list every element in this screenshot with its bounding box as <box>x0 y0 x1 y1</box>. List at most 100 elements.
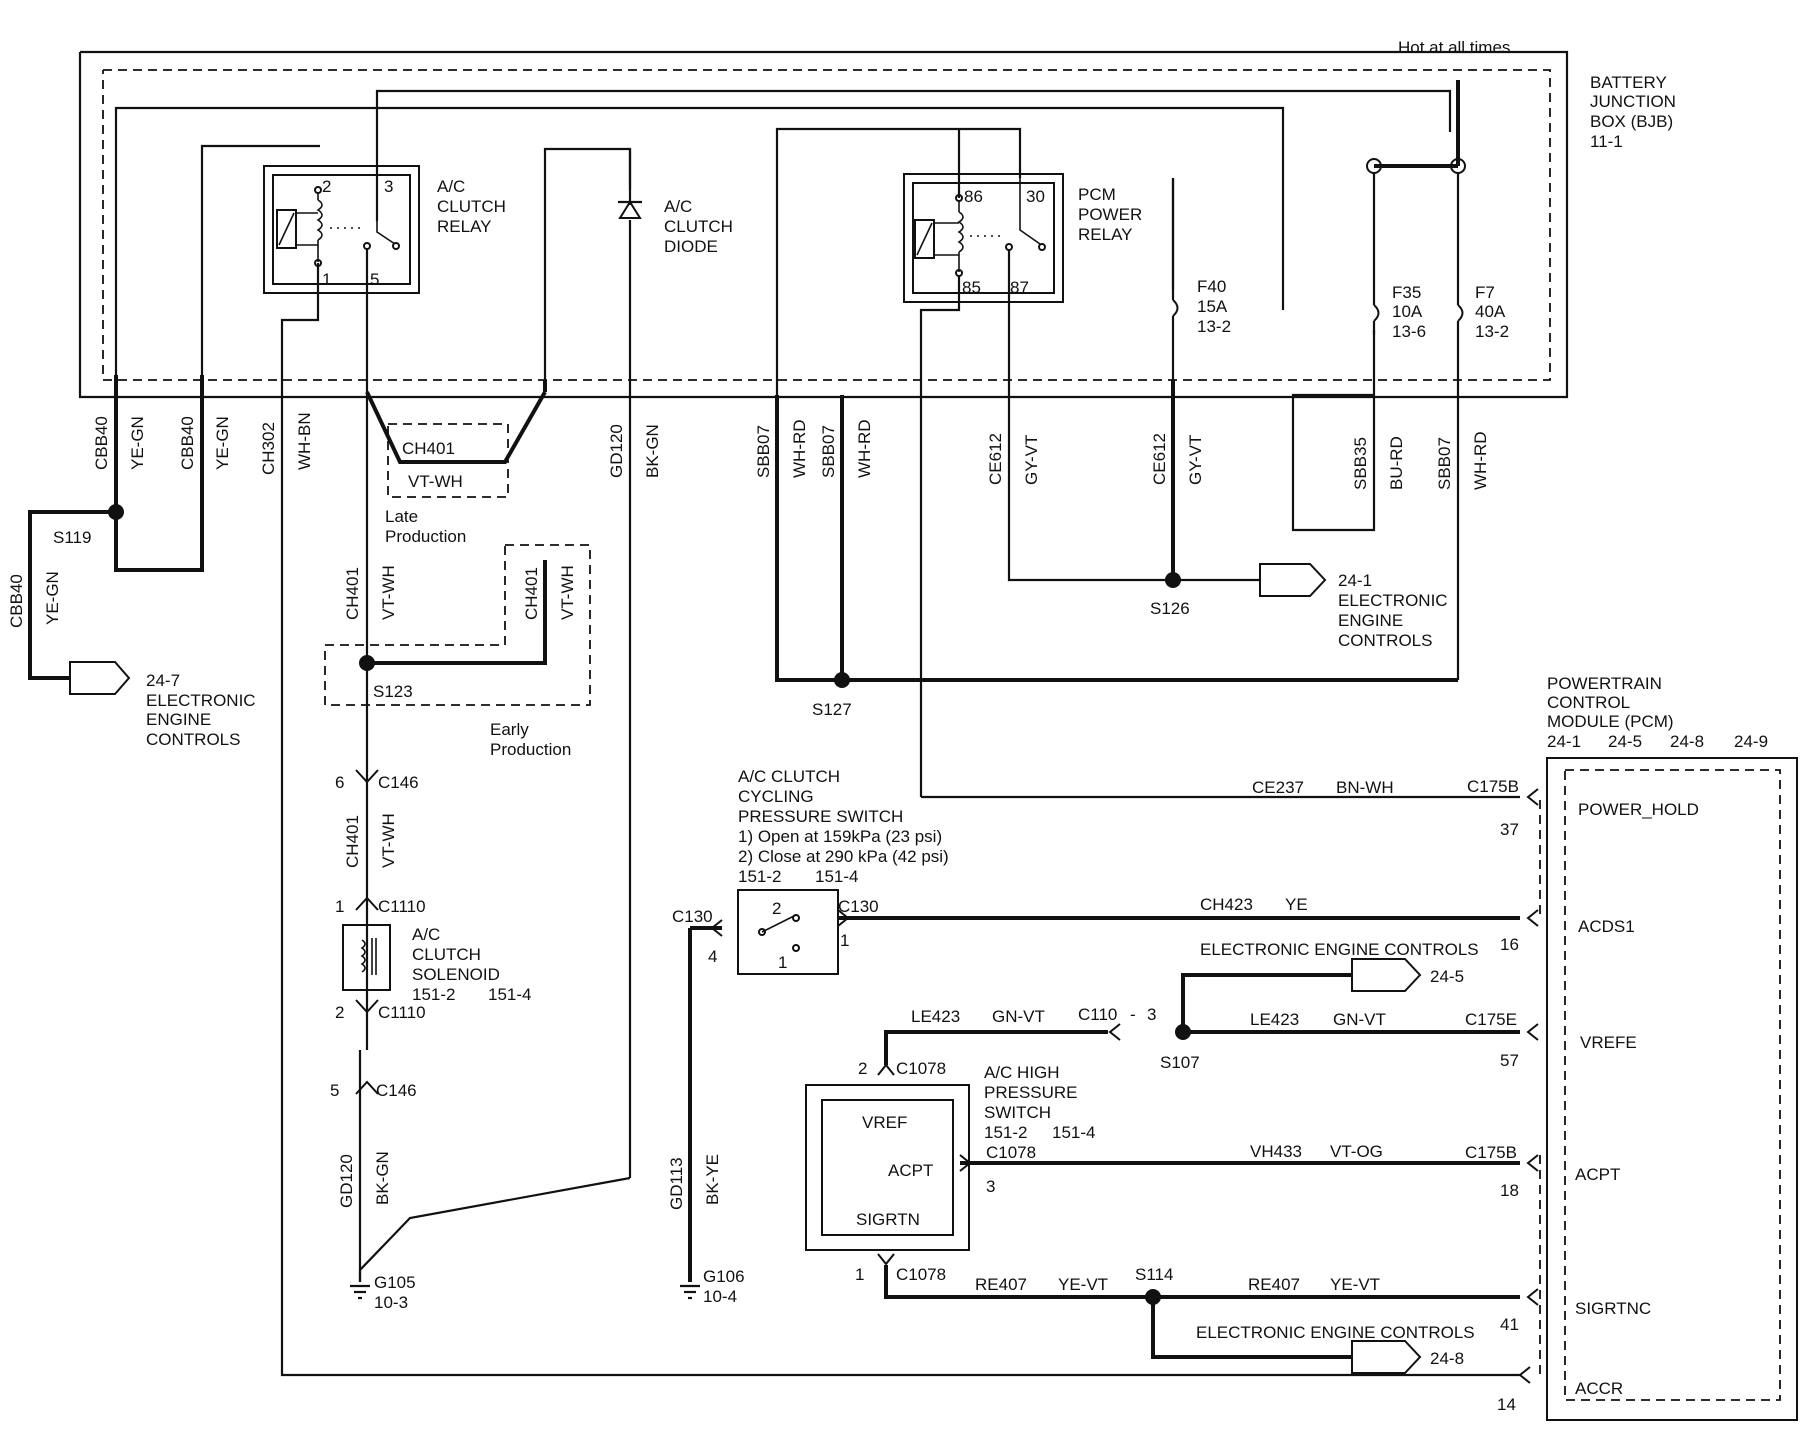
svg-text:WH-RD: WH-RD <box>790 419 809 478</box>
svg-text:24-1: 24-1 <box>1547 732 1581 751</box>
svg-text:BK-GN: BK-GN <box>373 1151 392 1205</box>
svg-text:RE407: RE407 <box>1248 1275 1300 1294</box>
ac-clutch-relay-label: A/C CLUTCH RELAY <box>437 177 506 236</box>
svg-text:VT-WH: VT-WH <box>408 472 463 491</box>
hot-at-all-times-label: Hot at all times <box>1398 38 1510 57</box>
svg-text:13-2: 13-2 <box>1475 322 1509 341</box>
svg-text:CLUTCH: CLUTCH <box>437 197 506 216</box>
svg-text:15A: 15A <box>1197 297 1228 316</box>
early-production-box <box>324 544 591 706</box>
svg-text:CBB40: CBB40 <box>7 574 26 628</box>
svg-text:YE-GN: YE-GN <box>128 416 147 470</box>
cbb40-circuit <box>28 375 204 680</box>
eec-24-1-flag: 24-1 ELECTRONIC ENGINE CONTROLS <box>1259 563 1448 650</box>
svg-text:RELAY: RELAY <box>437 217 492 236</box>
ac-clutch-solenoid-label: A/C CLUTCH SOLENOID 151-2 151-4 <box>412 925 531 1004</box>
svg-text:CONTROLS: CONTROLS <box>146 730 240 749</box>
svg-text:GY-VT: GY-VT <box>1186 435 1205 485</box>
svg-text:40A: 40A <box>1475 302 1506 321</box>
ac-high-pressure-switch: VREF ACPT SIGRTN <box>805 1063 972 1266</box>
svg-text:CE237: CE237 <box>1252 778 1304 797</box>
cycling-switch-label: A/C CLUTCH CYCLING PRESSURE SWITCH 1) Op… <box>738 767 949 886</box>
pcm-power-relay <box>903 129 1064 797</box>
svg-text:2: 2 <box>322 177 331 196</box>
svg-text:24-5: 24-5 <box>1608 732 1642 751</box>
svg-text:S126: S126 <box>1150 599 1190 618</box>
svg-text:WH-RD: WH-RD <box>855 419 874 478</box>
svg-text:S119: S119 <box>53 528 91 547</box>
ground-g106: G106 10-4 <box>680 928 745 1306</box>
svg-text:YE-VT: YE-VT <box>1058 1275 1108 1294</box>
svg-text:11-1: 11-1 <box>1590 132 1623 151</box>
svg-text:POWERTRAIN: POWERTRAIN <box>1547 674 1662 693</box>
eec-24-5-flag: ELECTRONIC ENGINE CONTROLS 24-5 <box>1200 940 1479 992</box>
svg-text:1: 1 <box>778 953 787 972</box>
svg-text:MODULE (PCM): MODULE (PCM) <box>1547 712 1674 731</box>
vertical-wire-labels: CBB40 YE-GN CBB40 YE-GN CH302 WH-BN CBB4… <box>7 412 1490 1210</box>
svg-text:YE-GN: YE-GN <box>43 571 62 625</box>
svg-text:2) Close at 290 kPa (42 psi): 2) Close at 290 kPa (42 psi) <box>738 847 949 866</box>
svg-text:SBB07: SBB07 <box>754 425 773 478</box>
svg-text:37: 37 <box>1500 820 1519 839</box>
svg-text:POWER: POWER <box>1078 205 1142 224</box>
svg-text:CH302: CH302 <box>259 422 278 475</box>
svg-text:C1110: C1110 <box>378 897 426 916</box>
svg-text:F35: F35 <box>1392 283 1421 302</box>
svg-text:GD120: GD120 <box>337 1154 356 1208</box>
svg-text:S127: S127 <box>812 700 852 719</box>
c1078-connectors: 2 C1078 C1078 3 1 C1078 <box>855 1059 1036 1284</box>
svg-text:BATTERY: BATTERY <box>1590 73 1667 92</box>
svg-text:CH423: CH423 <box>1200 895 1253 914</box>
ch401-circuit <box>359 380 547 1050</box>
pcm-module <box>1539 757 1798 1421</box>
svg-text:G105: G105 <box>374 1273 416 1292</box>
svg-text:A/C HIGH: A/C HIGH <box>984 1063 1060 1082</box>
ac-clutch-solenoid <box>342 924 391 991</box>
eec-24-8-flag: ELECTRONIC ENGINE CONTROLS 24-8 <box>1196 1323 1475 1374</box>
svg-text:A/C: A/C <box>437 177 465 196</box>
late-production-box <box>387 423 509 498</box>
svg-text:151-4: 151-4 <box>488 985 531 1004</box>
svg-text:F7: F7 <box>1475 283 1495 302</box>
svg-text:87: 87 <box>1010 278 1029 297</box>
svg-text:CE612: CE612 <box>986 433 1005 485</box>
svg-text:YE-GN: YE-GN <box>213 416 232 470</box>
svg-text:A/C: A/C <box>412 925 440 944</box>
svg-text:13-2: 13-2 <box>1197 317 1231 336</box>
svg-text:CBB40: CBB40 <box>178 416 197 470</box>
svg-text:BOX (BJB): BOX (BJB) <box>1590 112 1673 131</box>
svg-text:-: - <box>1130 1005 1136 1024</box>
svg-text:ENGINE: ENGINE <box>146 710 211 729</box>
bjb-label: BATTERY JUNCTION BOX (BJB) 11-1 <box>1590 73 1676 151</box>
svg-text:VT-WH: VT-WH <box>379 813 398 868</box>
svg-text:57: 57 <box>1500 1051 1519 1070</box>
ch302-circuit <box>280 375 1520 1377</box>
svg-text:5: 5 <box>330 1081 339 1100</box>
svg-text:2: 2 <box>772 899 781 918</box>
svg-text:C175B: C175B <box>1465 1143 1517 1162</box>
svg-text:VREF: VREF <box>862 1113 907 1132</box>
svg-text:BK-GN: BK-GN <box>643 424 662 478</box>
svg-text:85: 85 <box>962 278 981 297</box>
svg-text:CH401: CH401 <box>343 815 362 868</box>
c1110-top-connector: 1 C1110 <box>335 896 426 916</box>
svg-text:ACDS1: ACDS1 <box>1578 917 1635 936</box>
svg-text:GY-VT: GY-VT <box>1022 435 1041 485</box>
svg-text:C146: C146 <box>378 773 419 792</box>
svg-text:F40: F40 <box>1197 277 1226 296</box>
svg-text:VT-OG: VT-OG <box>1330 1142 1383 1161</box>
svg-text:1) Open at 159kPa (23 psi): 1) Open at 159kPa (23 psi) <box>738 827 942 846</box>
c110-connector: C110 - 3 <box>1078 1005 1156 1041</box>
svg-text:RELAY: RELAY <box>1078 225 1133 244</box>
svg-text:30: 30 <box>1026 187 1045 206</box>
svg-text:3: 3 <box>384 177 393 196</box>
svg-text:Production: Production <box>490 740 571 759</box>
svg-text:PCM: PCM <box>1078 185 1116 204</box>
svg-text:SIGRTNC: SIGRTNC <box>1575 1299 1651 1318</box>
svg-text:C146: C146 <box>376 1081 417 1100</box>
ac-clutch-diode-label: A/C CLUTCH DIODE <box>664 197 733 256</box>
svg-text:C110: C110 <box>1078 1005 1117 1024</box>
ground-g105: G105 10-3 <box>350 1273 416 1312</box>
pcm-power-relay-label: PCM POWER RELAY <box>1078 185 1142 244</box>
svg-text:SBB07: SBB07 <box>1435 437 1454 490</box>
